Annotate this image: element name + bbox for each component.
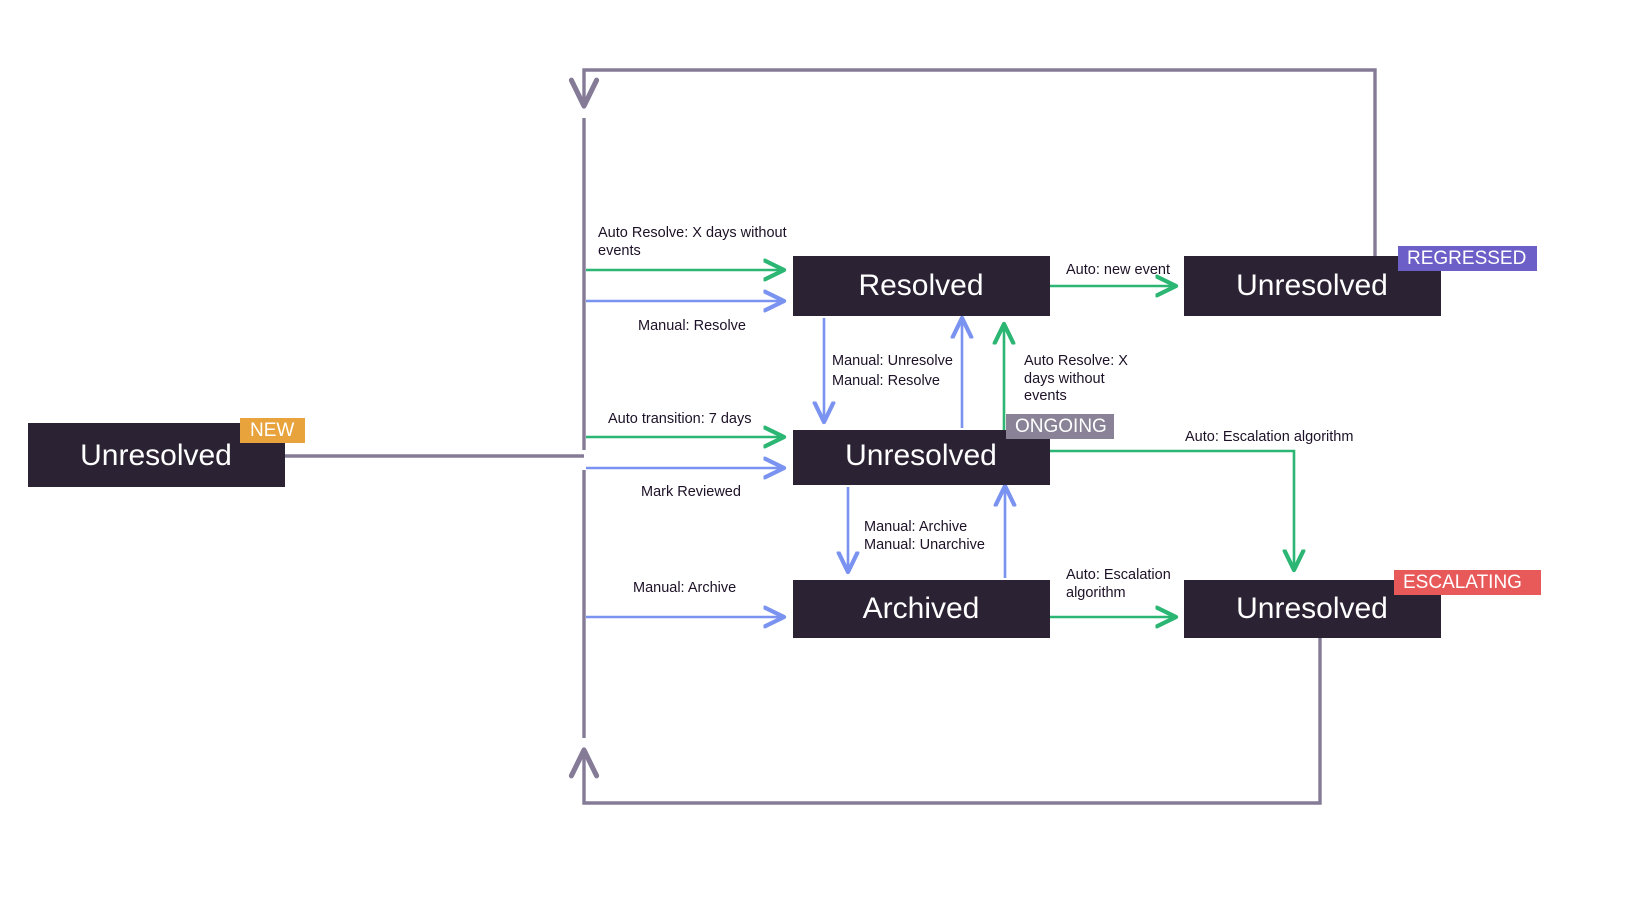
label-auto-escalation-long-line-1: Auto: Escalation algorithm: [1185, 429, 1353, 445]
label-auto-new-event: Auto: new event: [1066, 262, 1170, 278]
badge-regressed-label: REGRESSED: [1407, 248, 1526, 269]
label-manual-archive-mid-line-1: Manual: Archive: [864, 519, 967, 535]
label-auto-escalation-short: Auto: Escalation algorithm: [1066, 567, 1171, 601]
edge-auto-escalation-ongoing: [1050, 449, 1294, 568]
label-auto-transition-line-1: Auto transition: 7 days: [608, 411, 751, 427]
state-badges: NEW REGRESSED ONGOING ESCALATING: [240, 246, 1541, 595]
edge-labels: Auto Resolve: X days without events Manu…: [598, 225, 1353, 601]
auto-edges: [586, 270, 1294, 617]
state-node-resolved[interactable]: Resolved: [793, 256, 1050, 316]
label-manual-unarchive-mid-line-2: Manual: Unarchive: [864, 537, 985, 553]
badge-ongoing: ONGOING: [1006, 414, 1114, 439]
state-node-escalating-unresolved[interactable]: Unresolved: [1184, 580, 1441, 638]
badge-ongoing-label: ONGOING: [1015, 416, 1107, 437]
label-auto-resolve-top: Auto Resolve: X days without events: [598, 225, 787, 259]
label-mark-reviewed: Mark Reviewed: [641, 484, 741, 500]
label-auto-resolve-mid: Auto Resolve: X days without events: [1024, 353, 1128, 404]
loopback-edges: [285, 68, 1377, 805]
label-auto-escalation-long: Auto: Escalation algorithm: [1185, 429, 1353, 445]
badge-regressed: REGRESSED: [1398, 246, 1537, 271]
label-auto-escalation-short-line-1: Auto: Escalation: [1066, 567, 1171, 583]
manual-edges: [586, 301, 1005, 617]
badge-new-label: NEW: [250, 420, 294, 441]
label-mark-reviewed-line-1: Mark Reviewed: [641, 484, 741, 500]
label-auto-resolve-mid-line-1: Auto Resolve: X: [1024, 353, 1128, 369]
badge-escalating-label: ESCALATING: [1403, 572, 1522, 593]
label-auto-resolve-mid-line-2: days without: [1024, 371, 1105, 387]
label-manual-unresolve-line-1: Manual: Unresolve: [832, 353, 953, 369]
badge-escalating: ESCALATING: [1394, 570, 1541, 595]
label-manual-archive: Manual: Archive: [633, 580, 736, 596]
loopback-bottom-path: [568, 638, 1322, 805]
state-label-archived: Archived: [863, 592, 980, 625]
label-manual-archive-line-1: Manual: Archive: [633, 580, 736, 596]
state-label-escalating-unresolved: Unresolved: [1236, 592, 1388, 625]
state-label-resolved: Resolved: [858, 269, 983, 302]
label-manual-unresolve-resolve: Manual: Unresolve Manual: Resolve: [832, 353, 953, 389]
loopback-top-path: [568, 68, 1377, 256]
label-auto-resolve-top-line-2: events: [598, 243, 641, 259]
label-auto-escalation-short-line-2: algorithm: [1066, 585, 1126, 601]
label-manual-resolve-line-2: Manual: Resolve: [832, 373, 940, 389]
badge-new: NEW: [240, 418, 305, 443]
state-node-ongoing-unresolved[interactable]: Unresolved: [793, 430, 1050, 485]
state-label-new-unresolved: Unresolved: [80, 439, 232, 472]
label-manual-resolve: Manual: Resolve: [638, 318, 746, 334]
label-manual-archive-unarchive: Manual: Archive Manual: Unarchive: [864, 519, 985, 553]
label-auto-resolve-top-line-1: Auto Resolve: X days without: [598, 225, 787, 241]
state-label-ongoing-unresolved: Unresolved: [845, 439, 997, 472]
state-node-archived[interactable]: Archived: [793, 580, 1050, 638]
state-label-regressed-unresolved: Unresolved: [1236, 269, 1388, 302]
state-nodes: Unresolved Resolved Unresolved Unresolve…: [28, 256, 1441, 638]
label-manual-resolve-line-1: Manual: Resolve: [638, 318, 746, 334]
label-auto-transition: Auto transition: 7 days: [608, 411, 751, 427]
label-auto-new-event-line-1: Auto: new event: [1066, 262, 1170, 278]
label-auto-resolve-mid-line-3: events: [1024, 388, 1067, 404]
